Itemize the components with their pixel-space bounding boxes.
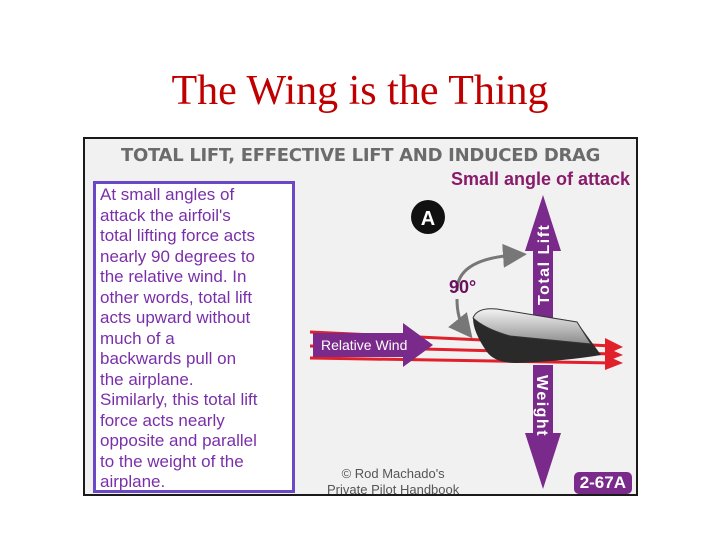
description-line: force acts nearly	[100, 410, 225, 430]
description-box: At small angles of attack the airfoil's …	[93, 181, 295, 493]
credit: © Rod Machado's Private Pilot Handbook	[327, 466, 460, 496]
description-line: Similarly, this total lift	[100, 390, 258, 409]
weight-label: Weight	[533, 375, 550, 437]
figure-subheader: Small angle of attack	[450, 169, 630, 189]
description-line: backwards pull on	[100, 349, 237, 368]
panel-letter-badge	[411, 200, 445, 234]
relative-wind-arrow	[313, 323, 433, 367]
description-line: the airplane.	[100, 369, 194, 389]
angle-label: 90°	[449, 277, 476, 297]
description-line: opposite and parallel	[100, 431, 257, 450]
total-lift-label: Total Lift	[536, 224, 553, 305]
airfoil-wing	[472, 308, 601, 363]
description-line: to the weight of the	[100, 451, 244, 471]
description-line: the relative wind. In	[100, 267, 247, 286]
angle-arc-top	[455, 243, 527, 292]
relative-wind-label: Relative Wind	[321, 337, 407, 353]
figure-number-badge: 2-67A	[573, 472, 632, 494]
lift-diagram-figure: TOTAL LIFT, EFFECTIVE LIFT AND INDUCED D…	[83, 137, 638, 496]
description-line: acts upward without	[100, 308, 251, 327]
slide-title: The Wing is the Thing	[171, 68, 549, 114]
diagram-art: Relative Wind Total Lift Weight 90° A	[309, 195, 623, 489]
angle-arc-bottom	[448, 298, 473, 339]
description-line: nearly 90 degrees to	[100, 246, 255, 266]
credit-line: Private Pilot Handbook	[327, 482, 460, 496]
description-line: At small angles of	[100, 185, 235, 204]
credit-line: © Rod Machado's	[341, 466, 445, 481]
description-line: other words, total lift	[100, 287, 253, 307]
description-line: airplane.	[100, 472, 166, 491]
description-line: total lifting force acts	[100, 226, 255, 245]
total-lift-arrow	[525, 195, 561, 325]
panel-letter: A	[421, 208, 435, 230]
weight-arrow	[525, 365, 561, 489]
figure-header: TOTAL LIFT, EFFECTIVE LIFT AND INDUCED D…	[121, 145, 601, 166]
description-line: much of a	[100, 328, 175, 348]
description-line: attack the airfoil's	[100, 205, 231, 225]
